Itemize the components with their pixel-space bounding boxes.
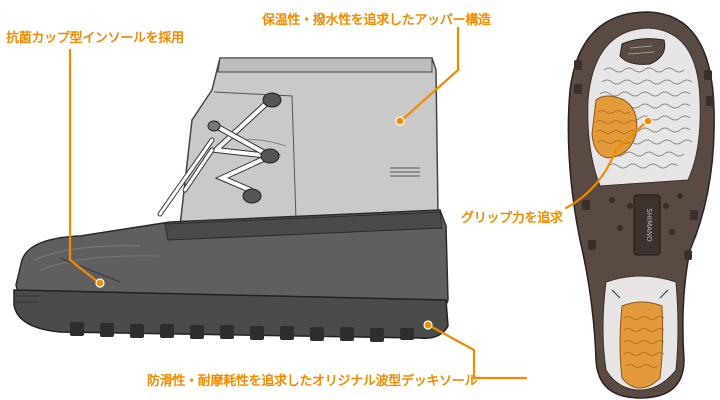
sole-logo: SHIMANO [645,208,653,242]
annotation-insole: 抗菌カップ型インソールを採用 [6,31,184,46]
callout-dot-tread [423,320,433,330]
callout-line-grip [564,120,648,210]
annotation-grip: グリップ力を追求 [461,211,563,226]
callout-lines [68,26,648,380]
boot-side-view [13,57,449,342]
boot-eyelets [207,92,282,204]
boot-tread-lugs [70,322,414,342]
sole-bottom-view: SHIMANO [567,11,715,399]
boot-tongue [213,91,297,221]
callout-dots [95,116,653,330]
callout-line-tread [428,324,528,380]
callout-line-insole [68,48,100,284]
sole-orange-pad-heel [619,301,664,389]
sole-side-lugs [574,60,714,260]
boot-upper [179,57,439,227]
annotation-upper: 保温性・撥水性を追求したアッパー構造 [262,13,491,28]
callout-dot-insole [95,278,105,288]
callout-dot-grip [643,116,653,126]
sole-toe-slot [619,38,666,65]
callout-dot-upper [395,116,405,126]
annotation-tread: 防滑性・耐摩耗性を追求したオリジナル波型デッキソール [147,374,478,389]
callout-line-upper [400,26,460,122]
sole-logo-plate [633,194,661,256]
boot-outsole [13,289,449,339]
boot-collar [217,57,433,73]
